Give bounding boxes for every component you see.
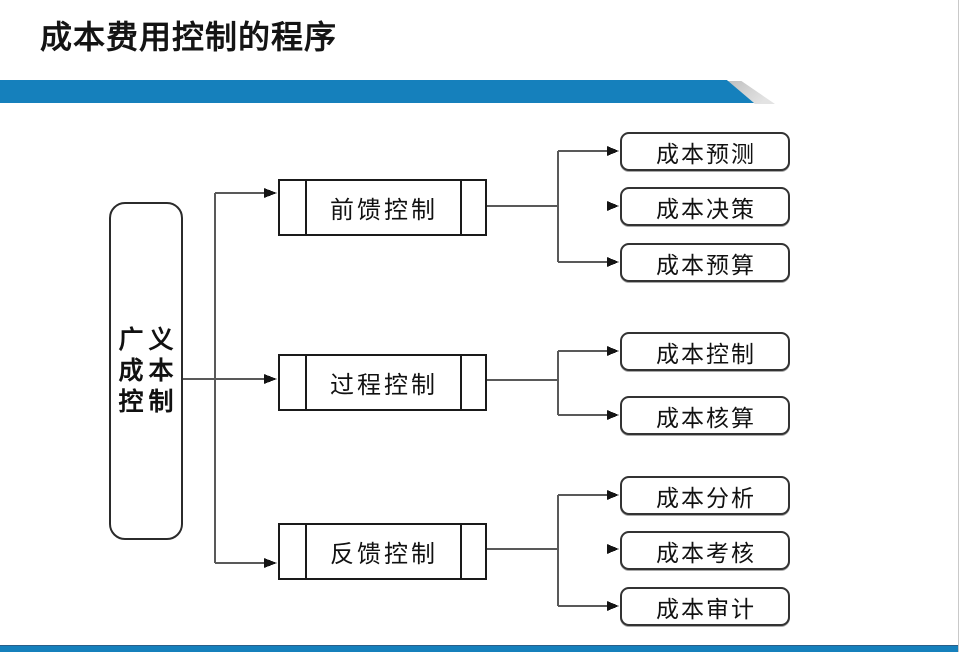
leaf-label: 成本分析 [656, 485, 756, 511]
inner-left-bar [305, 525, 307, 578]
root-node-broad-cost-control: 广义 成本 控制 [109, 202, 183, 540]
branch-label: 前馈控制 [330, 198, 438, 224]
leaf-cost-decision: 成本决策 [620, 187, 790, 226]
leaf-label: 成本预算 [656, 252, 756, 278]
title-banner-ribbon [0, 80, 754, 103]
leaf-cost-accounting: 成本核算 [620, 396, 790, 435]
leaf-label: 成本控制 [656, 341, 756, 367]
leaf-cost-control: 成本控制 [620, 332, 790, 371]
leaf-cost-audit: 成本审计 [620, 587, 790, 626]
leaf-cost-analysis: 成本分析 [620, 476, 790, 515]
root-node-label-line: 控制 [118, 388, 179, 416]
leaf-label: 成本审计 [656, 596, 756, 622]
leaf-cost-assessment: 成本考核 [620, 531, 790, 570]
leaf-label: 成本考核 [656, 540, 756, 566]
inner-right-bar [460, 525, 462, 578]
branch-feedback-control: 反馈控制 [278, 523, 487, 580]
inner-right-bar [460, 181, 462, 234]
footer-accent-bar [0, 645, 958, 652]
leaf-label: 成本决策 [656, 196, 756, 222]
arrowheads [264, 146, 619, 611]
inner-left-bar [305, 356, 307, 409]
branch-label: 反馈控制 [330, 542, 438, 568]
leaf-cost-budget: 成本预算 [620, 243, 790, 282]
inner-right-bar [460, 356, 462, 409]
root-node-label-line: 成本 [118, 357, 179, 385]
leaf-label: 成本核算 [656, 405, 756, 431]
leaf-label: 成本预测 [656, 141, 756, 167]
leaf-cost-forecast: 成本预测 [620, 132, 790, 171]
page-title: 成本费用控制的程序 [40, 19, 338, 55]
branch-process-control: 过程控制 [278, 354, 487, 411]
root-node-label-line: 广义 [118, 326, 179, 354]
branch-feedforward-control: 前馈控制 [278, 179, 487, 236]
branch-label: 过程控制 [330, 373, 438, 399]
inner-left-bar [305, 181, 307, 234]
